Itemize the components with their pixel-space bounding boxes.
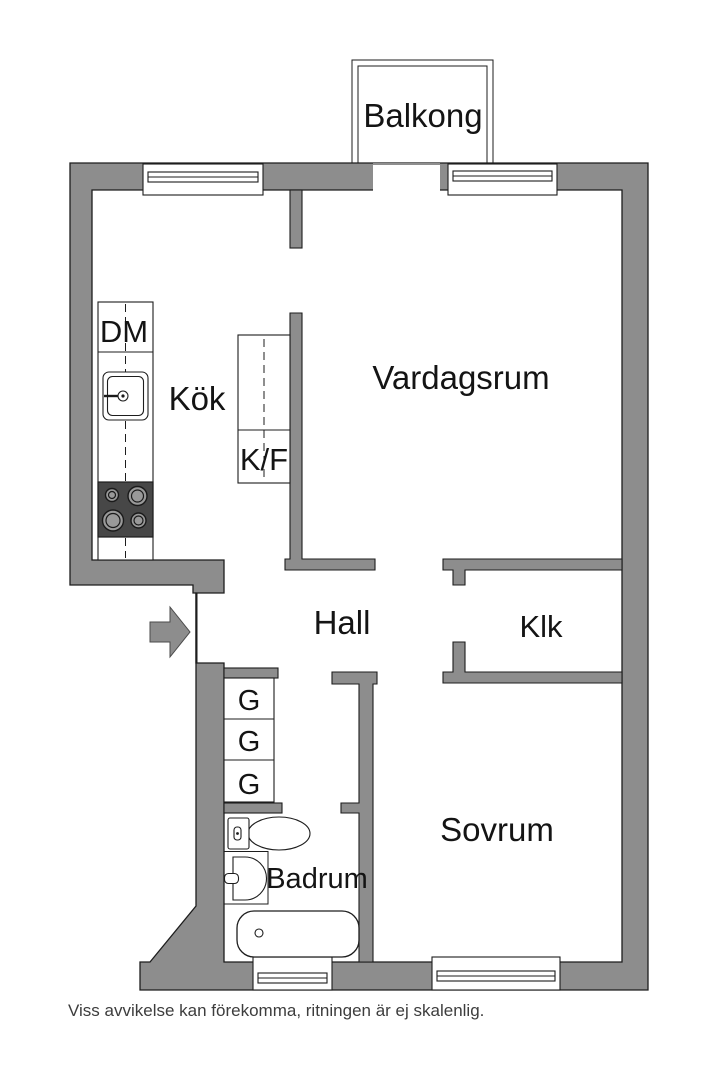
- kitchen-sink: [102, 371, 149, 421]
- balcony-inner-rail: [357, 65, 488, 165]
- footer-disclaimer: Viss avvikelse kan förekomma, ritningen …: [68, 1001, 484, 1020]
- fridge-freezer-label: K/F: [240, 442, 288, 477]
- balcony: Balkong: [351, 59, 494, 165]
- interior-wall-wardrobe-stub: [223, 667, 279, 679]
- interior-wall-badrum-north: [223, 802, 283, 814]
- bathroom-window: [252, 956, 333, 991]
- wardrobe-box: [223, 677, 275, 803]
- stove-burner: [104, 487, 120, 503]
- balcony-door-opening: [373, 163, 440, 191]
- entrance-arrow-icon: [149, 605, 191, 659]
- toilet: [227, 816, 311, 851]
- interior-walls: [223, 189, 623, 963]
- balcony-door-gap: [373, 163, 440, 191]
- interior-wall-sovrum-badrum: [331, 671, 378, 963]
- room-label-vardagsrum: Vardagsrum: [372, 359, 549, 396]
- interior-wall-kitchen-divider-stub: [289, 189, 303, 249]
- room-label-sovrum: Sovrum: [440, 811, 554, 848]
- room-label-kok: Kök: [169, 380, 226, 417]
- wardrobe-label: G: [238, 685, 261, 717]
- kitchen-window: [142, 163, 264, 196]
- stove-burner: [130, 512, 147, 529]
- wardrobe-label: G: [238, 769, 261, 801]
- interior-wall-klk-lower: [442, 641, 623, 684]
- kitchen-counter: DM: [97, 301, 154, 561]
- bathtub: [236, 910, 360, 958]
- stove: [97, 481, 154, 538]
- bathroom-sink-nook: [223, 851, 269, 905]
- bathroom-sink-tap: [223, 872, 240, 885]
- room-label-balkong: Balkong: [363, 97, 482, 134]
- room-label-hall: Hall: [314, 604, 371, 641]
- bedroom-window: [431, 956, 561, 991]
- bathtub-drain: [254, 928, 264, 938]
- room-label-badrum: Badrum: [266, 863, 368, 895]
- interior-wall-kitchen-livingroom: [284, 312, 376, 571]
- livingroom-window: [447, 163, 558, 196]
- bathroom-sink: [232, 856, 268, 901]
- balcony-floor: [352, 60, 493, 165]
- stove-burner: [127, 485, 148, 507]
- dishwasher-label: DM: [100, 314, 148, 349]
- wardrobe-cabinets: G G G: [223, 677, 275, 803]
- wardrobe-label: G: [238, 726, 261, 758]
- balcony-outer-rail: [351, 59, 494, 165]
- room-label-klk: Klk: [519, 609, 563, 644]
- interior-wall-klk-upper: [442, 558, 623, 586]
- toilet-bowl: [247, 816, 311, 851]
- fridge-freezer-cabinet: K/F: [237, 334, 291, 484]
